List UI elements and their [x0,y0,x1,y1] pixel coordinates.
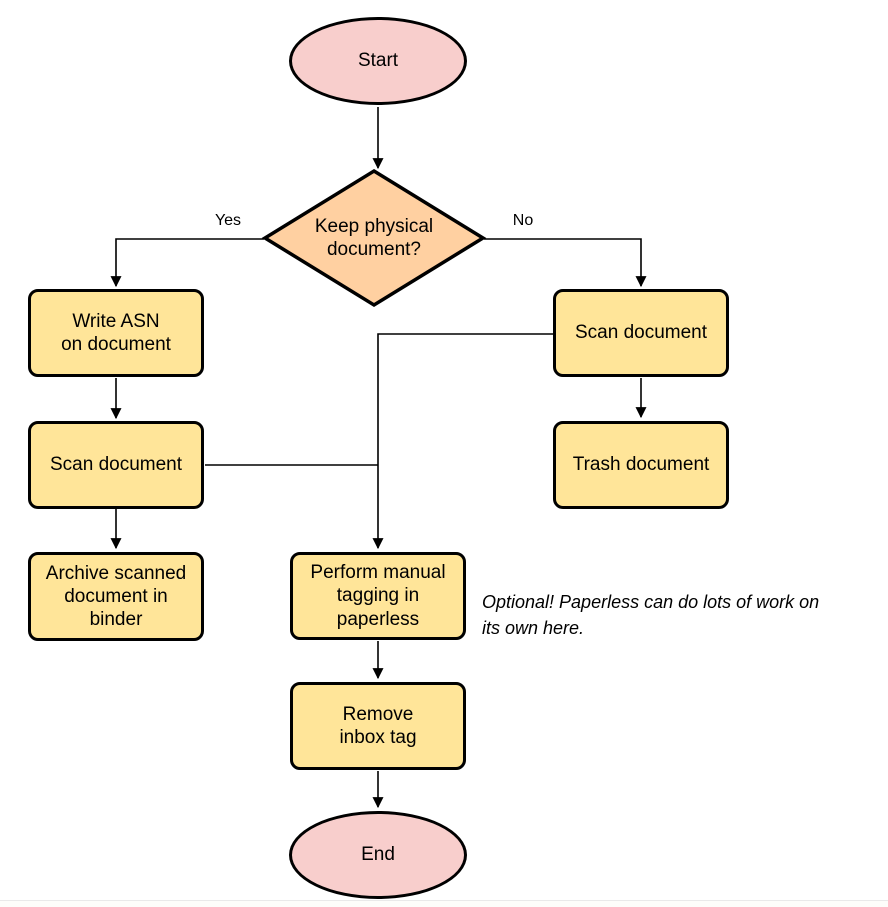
edge-decision-yes [110,238,264,288]
process-label: Scan document [574,322,708,344]
start-node: Start [289,17,467,105]
process-label: Remove inbox tag [339,703,417,748]
end-node: End [289,811,467,899]
edge-label-no: No [512,212,534,229]
start-label: Start [357,50,399,72]
process-perform-manual-tagging: Perform manual tagging in paperless [290,552,466,640]
process-label: Perform manual tagging in paperless [310,562,446,630]
canvas-bottom-edge-strip [0,901,888,907]
optional-note-text: Optional! Paperless can do lots of work … [482,592,820,639]
canvas-bottom-edge-line [0,900,888,901]
process-label: Archive scanned document in binder [45,562,187,631]
decision-label: Keep physical document? [314,215,434,260]
process-write-asn-on-document: Write ASN on document [28,289,204,377]
edge-decision-no [484,238,647,288]
process-label: Write ASN on document [61,310,171,355]
process-label: Trash document [572,454,710,476]
decision-diamond-shape [261,168,487,308]
process-scan-document-left: Scan document [28,421,204,509]
edge-label-yes: Yes [214,212,242,229]
process-remove-inbox-tag: Remove inbox tag [290,682,466,770]
edge-scanright-to-tagging [372,333,553,550]
end-label: End [361,844,395,866]
decision-node-keep-physical-document: Keep physical document? [265,171,483,305]
process-scan-document-right: Scan document [553,289,729,377]
process-archive-scanned-document: Archive scanned document in binder [28,552,204,641]
process-label: Scan document [49,454,183,476]
process-trash-document: Trash document [553,421,729,509]
